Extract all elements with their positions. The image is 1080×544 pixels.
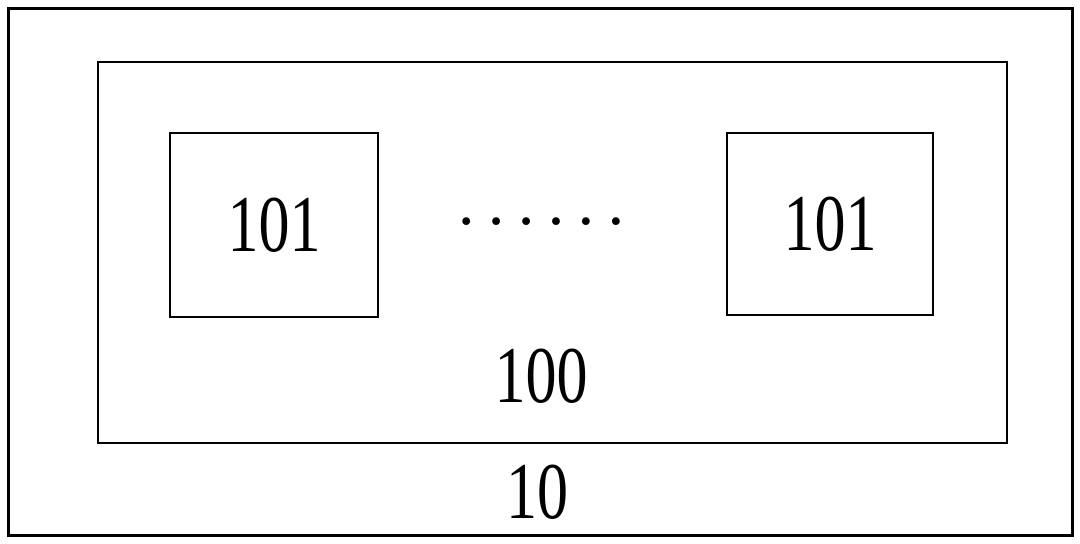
inner-box-100 [97, 61, 1008, 444]
outer-box-10-label: 10 [506, 447, 568, 537]
inner-box-100-label: 100 [494, 331, 588, 421]
inner-box-100-label-container: 100 [341, 336, 741, 417]
outer-box-10 [7, 7, 1074, 537]
unit-box-101-left: 101 [169, 132, 379, 318]
ellipsis-dots-container: •••••• [441, 190, 641, 254]
unit-box-101-left-label: 101 [227, 180, 321, 270]
unit-box-101-right-label: 101 [783, 179, 877, 269]
unit-box-101-right: 101 [726, 132, 934, 316]
ellipsis-dots: •••••• [458, 206, 638, 238]
outer-box-10-label-container: 10 [337, 452, 737, 533]
